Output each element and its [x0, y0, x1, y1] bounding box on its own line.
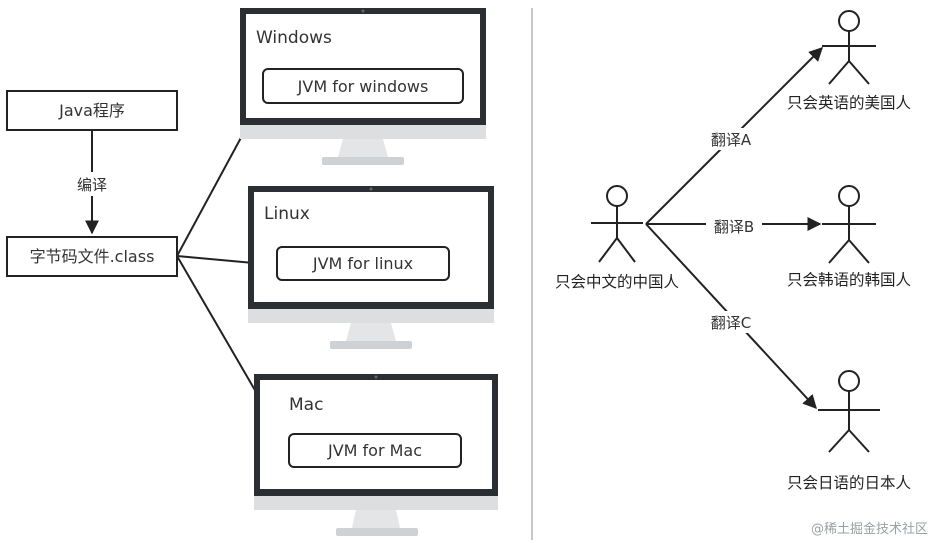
person-icon-american	[822, 10, 876, 85]
monitor-chin	[240, 125, 486, 139]
monitor-base	[336, 528, 418, 536]
monitor-linux: Linux JVM for linux	[248, 186, 494, 349]
monitor-neck	[346, 323, 396, 341]
jvm-box-mac	[288, 433, 462, 468]
watermark: @稀土掘金技术社区	[810, 522, 928, 537]
japanese-person-label: 只会日语的日本人	[787, 474, 911, 492]
monitor-mac: Mac JVM for Mac	[254, 374, 498, 536]
edge-label-a: 翻译A	[711, 131, 752, 149]
monitor-neck	[352, 510, 400, 528]
jvm-box-windows	[262, 68, 464, 104]
person-icon-chinese	[591, 185, 643, 263]
jvm-label-linux: JVM for linux	[312, 254, 413, 273]
camera-dot	[369, 187, 373, 191]
camera-dot	[361, 9, 365, 13]
edge-label-b: 翻译B	[714, 218, 754, 236]
monitor-chin	[254, 496, 498, 510]
bytecode-label: 字节码文件.class	[30, 247, 155, 266]
jvm-label-windows: JVM for windows	[297, 77, 429, 96]
java-program-label: Java程序	[58, 101, 125, 120]
edge-label-bg-c	[702, 311, 760, 333]
monitor-windows: Windows JVM for windows	[240, 8, 486, 165]
bytecode-node: 字节码文件.class	[6, 236, 178, 277]
compile-label-bg	[68, 172, 116, 196]
jvm-label-mac: JVM for Mac	[327, 441, 422, 460]
monitor-chin	[248, 309, 494, 323]
edge-label-bg-b	[706, 215, 762, 237]
os-label-linux: Linux	[264, 204, 310, 224]
camera-dot	[374, 375, 378, 379]
person-icon-japanese	[818, 370, 880, 453]
java-program-node: Java程序	[6, 90, 178, 131]
source-person-label: 只会中文的中国人	[555, 273, 679, 291]
jvm-box-linux	[276, 246, 450, 281]
os-label-mac: Mac	[289, 395, 323, 415]
monitor-neck	[338, 139, 388, 157]
edge-label-bg-a	[702, 128, 760, 150]
edge-label-c: 翻译C	[711, 314, 751, 332]
person-icon-korean	[822, 185, 876, 264]
korean-person-label: 只会韩语的韩国人	[787, 271, 911, 289]
os-label-windows: Windows	[256, 28, 332, 48]
american-person-label: 只会英语的美国人	[787, 94, 911, 112]
monitor-base	[330, 341, 412, 349]
monitor-base	[322, 157, 404, 165]
compile-label: 编译	[77, 176, 107, 194]
